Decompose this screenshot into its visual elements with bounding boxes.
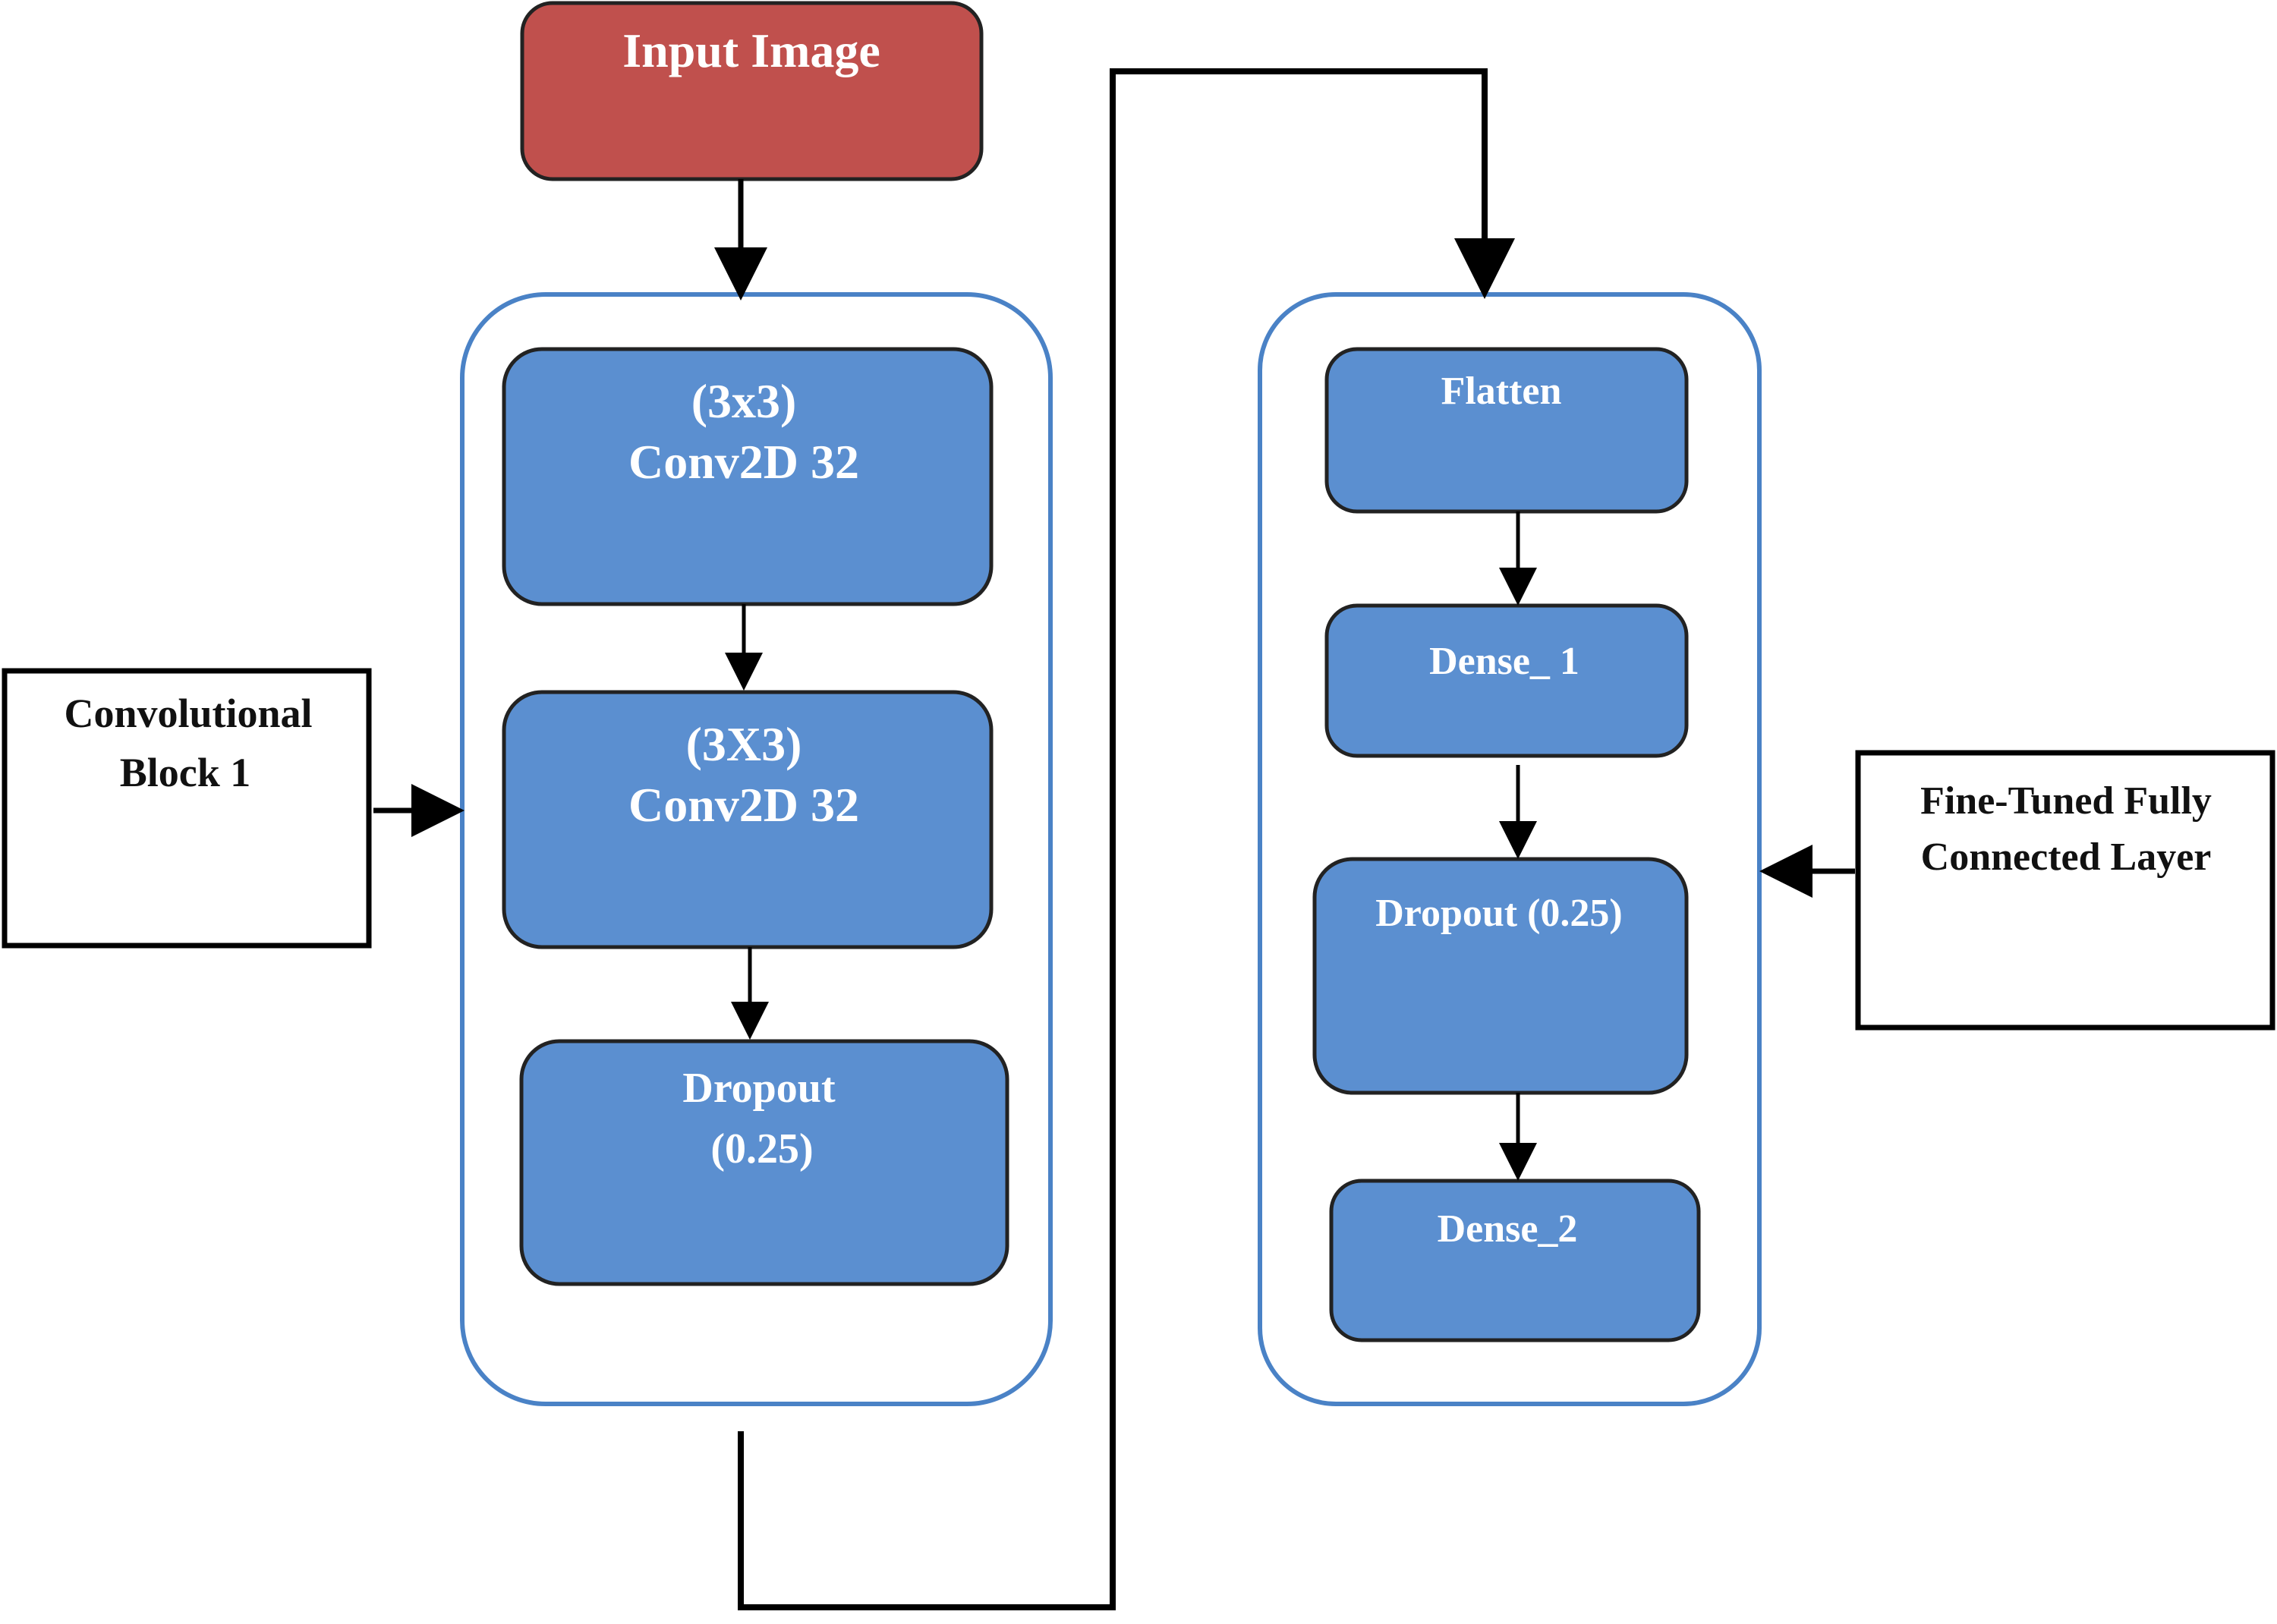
flatten-layer: Flatten bbox=[1324, 347, 1689, 514]
input-image-label: Input Image bbox=[622, 24, 880, 77]
dense-2-label: Dense_2 bbox=[1438, 1207, 1578, 1251]
conv-dropout-layer: Dropout (0.25) bbox=[519, 1039, 1009, 1286]
conv-dropout-rate: (0.25) bbox=[710, 1125, 813, 1172]
fc-block-annotation-line1: Fine-Tuned Fully bbox=[1920, 779, 2212, 823]
connector-conv-block-to-fc-block bbox=[738, 68, 1515, 1610]
fc-block-annotation: Fine-Tuned Fully Connected Layer bbox=[1855, 750, 2275, 1031]
dense-1-layer: Dense_ 1 bbox=[1324, 603, 1689, 758]
fc-dropout-layer: Dropout (0.25) bbox=[1312, 857, 1689, 1095]
dense-1-box bbox=[1324, 603, 1689, 758]
conv-block-annotation: Convolutional Block 1 bbox=[2, 668, 372, 949]
conv-block-annotation-line1: Convolutional bbox=[64, 691, 312, 736]
flatten-label: Flatten bbox=[1441, 370, 1562, 413]
fc-block-annotation-line2: Connected Layer bbox=[1921, 836, 2212, 879]
fc-block-annotation-box bbox=[1855, 750, 2275, 1031]
fc-dropout-box bbox=[1312, 857, 1689, 1095]
conv-layer-2-kernel: (3X3) bbox=[686, 717, 802, 771]
conv-layer-2-box bbox=[502, 690, 994, 949]
conv-block-annotation-line2: Block 1 bbox=[120, 750, 251, 795]
conv-dropout-box bbox=[519, 1039, 1009, 1286]
conv-layer-1-box bbox=[502, 347, 994, 606]
conv-dropout-name: Dropout bbox=[682, 1065, 836, 1112]
dense-2-box bbox=[1329, 1179, 1701, 1342]
fc-dropout-label: Dropout (0.25) bbox=[1375, 892, 1622, 935]
conv-layer-1-type: Conv2D 32 bbox=[628, 435, 859, 489]
conv-layer-1: (3x3) Conv2D 32 bbox=[502, 347, 994, 606]
dense-1-label: Dense_ 1 bbox=[1429, 640, 1579, 683]
flatten-box bbox=[1324, 347, 1689, 514]
input-image-node: Input Image bbox=[520, 1, 984, 181]
conv-block-annotation-box bbox=[2, 668, 372, 949]
conv-layer-1-kernel: (3x3) bbox=[691, 374, 797, 428]
conv-layer-2-type: Conv2D 32 bbox=[628, 778, 859, 832]
conv-layer-2: (3X3) Conv2D 32 bbox=[502, 690, 994, 949]
input-image-box bbox=[520, 1, 984, 181]
dense-2-layer: Dense_2 bbox=[1329, 1179, 1701, 1342]
